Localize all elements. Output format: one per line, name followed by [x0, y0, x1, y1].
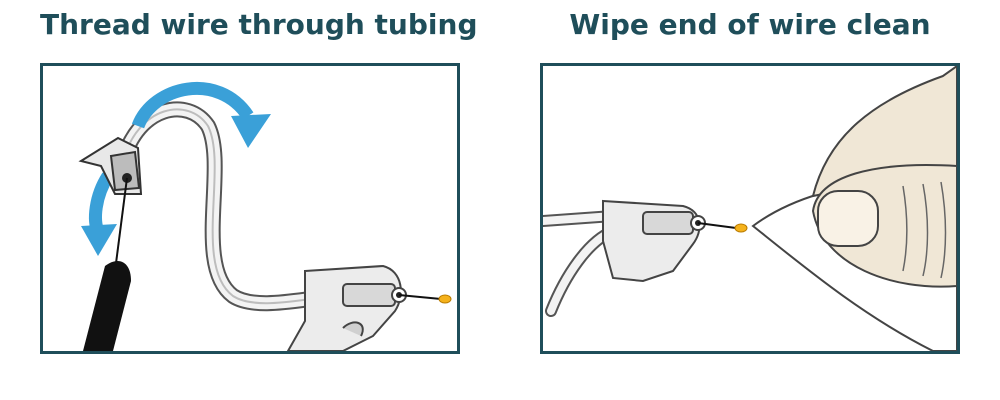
- ear-piece: [286, 264, 407, 351]
- panel-2-title: Wipe end of wire clean: [569, 8, 931, 41]
- panel-1-title: Thread wire through tubing: [40, 8, 478, 41]
- panel-2-illustration: [540, 63, 960, 354]
- threader-wire: [398, 294, 442, 300]
- panel-1-illustration: [40, 63, 460, 354]
- handle: [83, 261, 131, 351]
- threader-wire: [697, 222, 737, 229]
- curved-arrow-icon: [131, 82, 271, 148]
- wax-particle: [734, 223, 748, 233]
- ear-piece: [602, 199, 706, 283]
- tubing: [115, 101, 326, 312]
- thumb: [811, 164, 957, 288]
- dome-tip: [78, 136, 143, 195]
- curved-arrow-icon: [81, 172, 117, 256]
- threader-wire: [114, 177, 128, 272]
- wax-particle: [438, 294, 452, 304]
